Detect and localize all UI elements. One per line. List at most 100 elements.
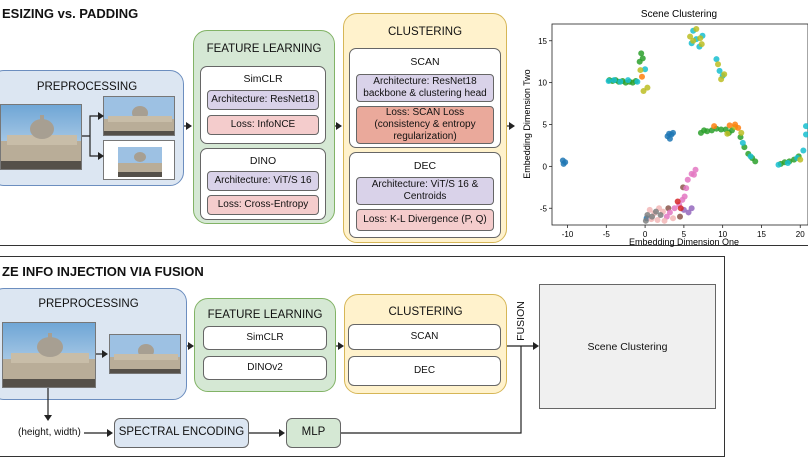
bottom-preprocessing-title: PREPROCESSING — [38, 298, 139, 310]
scatter-point — [638, 50, 645, 57]
scatter-point — [677, 205, 684, 212]
dec-name: DEC — [413, 160, 437, 172]
scatter-point — [670, 129, 677, 136]
scatter-points — [559, 26, 808, 224]
scene-clustering-output-box: Scene Clustering — [539, 284, 716, 409]
x-axis-label: Embedding Dimension One — [629, 237, 739, 247]
y-axis-label: Embedding Dimension Two — [522, 69, 532, 178]
scatter-point — [617, 78, 624, 85]
top-preprocessing-branch-arrows — [82, 112, 104, 160]
x-tick-label: -10 — [562, 230, 574, 239]
scatter-point — [775, 161, 782, 168]
scatter-point — [738, 129, 745, 136]
bottom-simclr-box: SimCLR — [203, 326, 327, 350]
scatter-point — [560, 160, 567, 167]
dec-card: DEC Architecture: ViT/S 16 & Centroids L… — [349, 152, 501, 238]
simclr-name: SimCLR — [243, 73, 283, 85]
scatter-point — [642, 66, 649, 73]
scatter-point — [721, 71, 728, 78]
bottom-resized-photo — [109, 334, 181, 374]
y-tick-label: 5 — [543, 121, 548, 130]
dino-loss: Loss: Cross-Entropy — [207, 195, 319, 215]
scatter-point — [684, 176, 691, 183]
y-tick-label: 10 — [538, 79, 547, 88]
scene-clustering-output-label: Scene Clustering — [587, 340, 668, 353]
scatter-point — [697, 35, 704, 42]
scatter-point — [671, 205, 678, 212]
x-tick-label: 15 — [757, 230, 766, 239]
scatter-point — [718, 76, 725, 83]
bottom-panel-title: ZE INFO INJECTION VIA FUSION — [2, 264, 204, 279]
scatter-point — [685, 209, 692, 216]
scatter-point — [735, 124, 742, 131]
scatter-point — [716, 67, 723, 74]
x-tick-label: 0 — [643, 230, 648, 239]
scatter-point — [634, 78, 641, 85]
scatter-point — [644, 84, 651, 91]
top-clustering-title: CLUSTERING — [387, 26, 463, 38]
scatter-point — [690, 171, 697, 178]
scatter-point — [747, 153, 754, 160]
chart-title: Scene Clustering — [641, 9, 717, 20]
x-tick-label: -5 — [603, 230, 611, 239]
top-panel — [0, 0, 808, 246]
scatter-point — [800, 147, 807, 154]
scatter-point — [724, 130, 731, 137]
scatter-point — [640, 88, 647, 94]
scatter-point — [649, 213, 656, 220]
plot-area-frame — [551, 23, 808, 226]
dino-architecture: Architecture: ViT/S 16 — [207, 171, 319, 191]
scatter-point — [679, 196, 686, 203]
top-padded-photo — [103, 140, 175, 180]
bottom-dec-box: DEC — [348, 356, 501, 386]
scatter-point — [644, 211, 651, 218]
scatter-point — [670, 215, 677, 222]
bottom-flow-arrows — [44, 342, 539, 437]
spectral-encoding-box: SPECTRAL ENCODING — [114, 418, 249, 448]
scatter-point — [698, 41, 705, 48]
scatter-point — [715, 61, 722, 68]
scatter-point — [625, 77, 632, 84]
scatter-point — [637, 67, 644, 74]
y-tick-label: 15 — [538, 37, 547, 46]
scatter-point — [666, 135, 673, 142]
scatter-point — [692, 166, 699, 173]
x-tick-label: 10 — [718, 230, 727, 239]
scatter-point — [718, 126, 725, 133]
scatter-point — [654, 216, 661, 223]
scatter-point — [711, 123, 718, 130]
scatter-point — [803, 131, 808, 138]
scatter-point — [797, 156, 804, 163]
bottom-dinov2-box: DINOv2 — [203, 356, 327, 380]
top-original-photo — [0, 104, 82, 170]
scatter-point — [688, 205, 695, 212]
scatter-point — [666, 209, 673, 216]
scatter-point — [652, 208, 659, 215]
scatter-point — [638, 73, 645, 80]
scatter-point — [784, 160, 791, 167]
scatter-point — [701, 127, 708, 134]
top-flow-arrows — [184, 122, 515, 130]
scatter-point — [726, 122, 733, 129]
dec-architecture: Architecture: ViT/S 16 & Centroids — [356, 177, 494, 205]
simclr-loss: Loss: InfoNCE — [207, 115, 319, 135]
scatter-point — [639, 55, 646, 62]
size-input-label: (height, width) — [18, 427, 81, 438]
dino-card: DINO Architecture: ViT/S 16 Loss: Cross-… — [200, 148, 326, 220]
top-feature-learning-title: FEATURE LEARNING — [206, 43, 322, 55]
bottom-clustering-title: CLUSTERING — [388, 306, 463, 318]
scatter-point — [739, 139, 746, 146]
scan-loss: Loss: SCAN Loss (consistency & entropy r… — [356, 106, 494, 144]
scatter-point — [752, 158, 759, 165]
scatter-point — [683, 185, 690, 192]
scatter-point — [605, 77, 612, 84]
dec-loss: Loss: K-L Divergence (P, Q) — [356, 209, 494, 231]
mlp-box: MLP — [286, 418, 341, 448]
scatter-point — [677, 213, 683, 220]
dino-name: DINO — [249, 155, 277, 167]
scatter-point — [674, 198, 681, 205]
scan-card: SCAN Architecture: ResNet18 backbone & c… — [349, 48, 501, 148]
bottom-scan-box: SCAN — [348, 324, 501, 350]
